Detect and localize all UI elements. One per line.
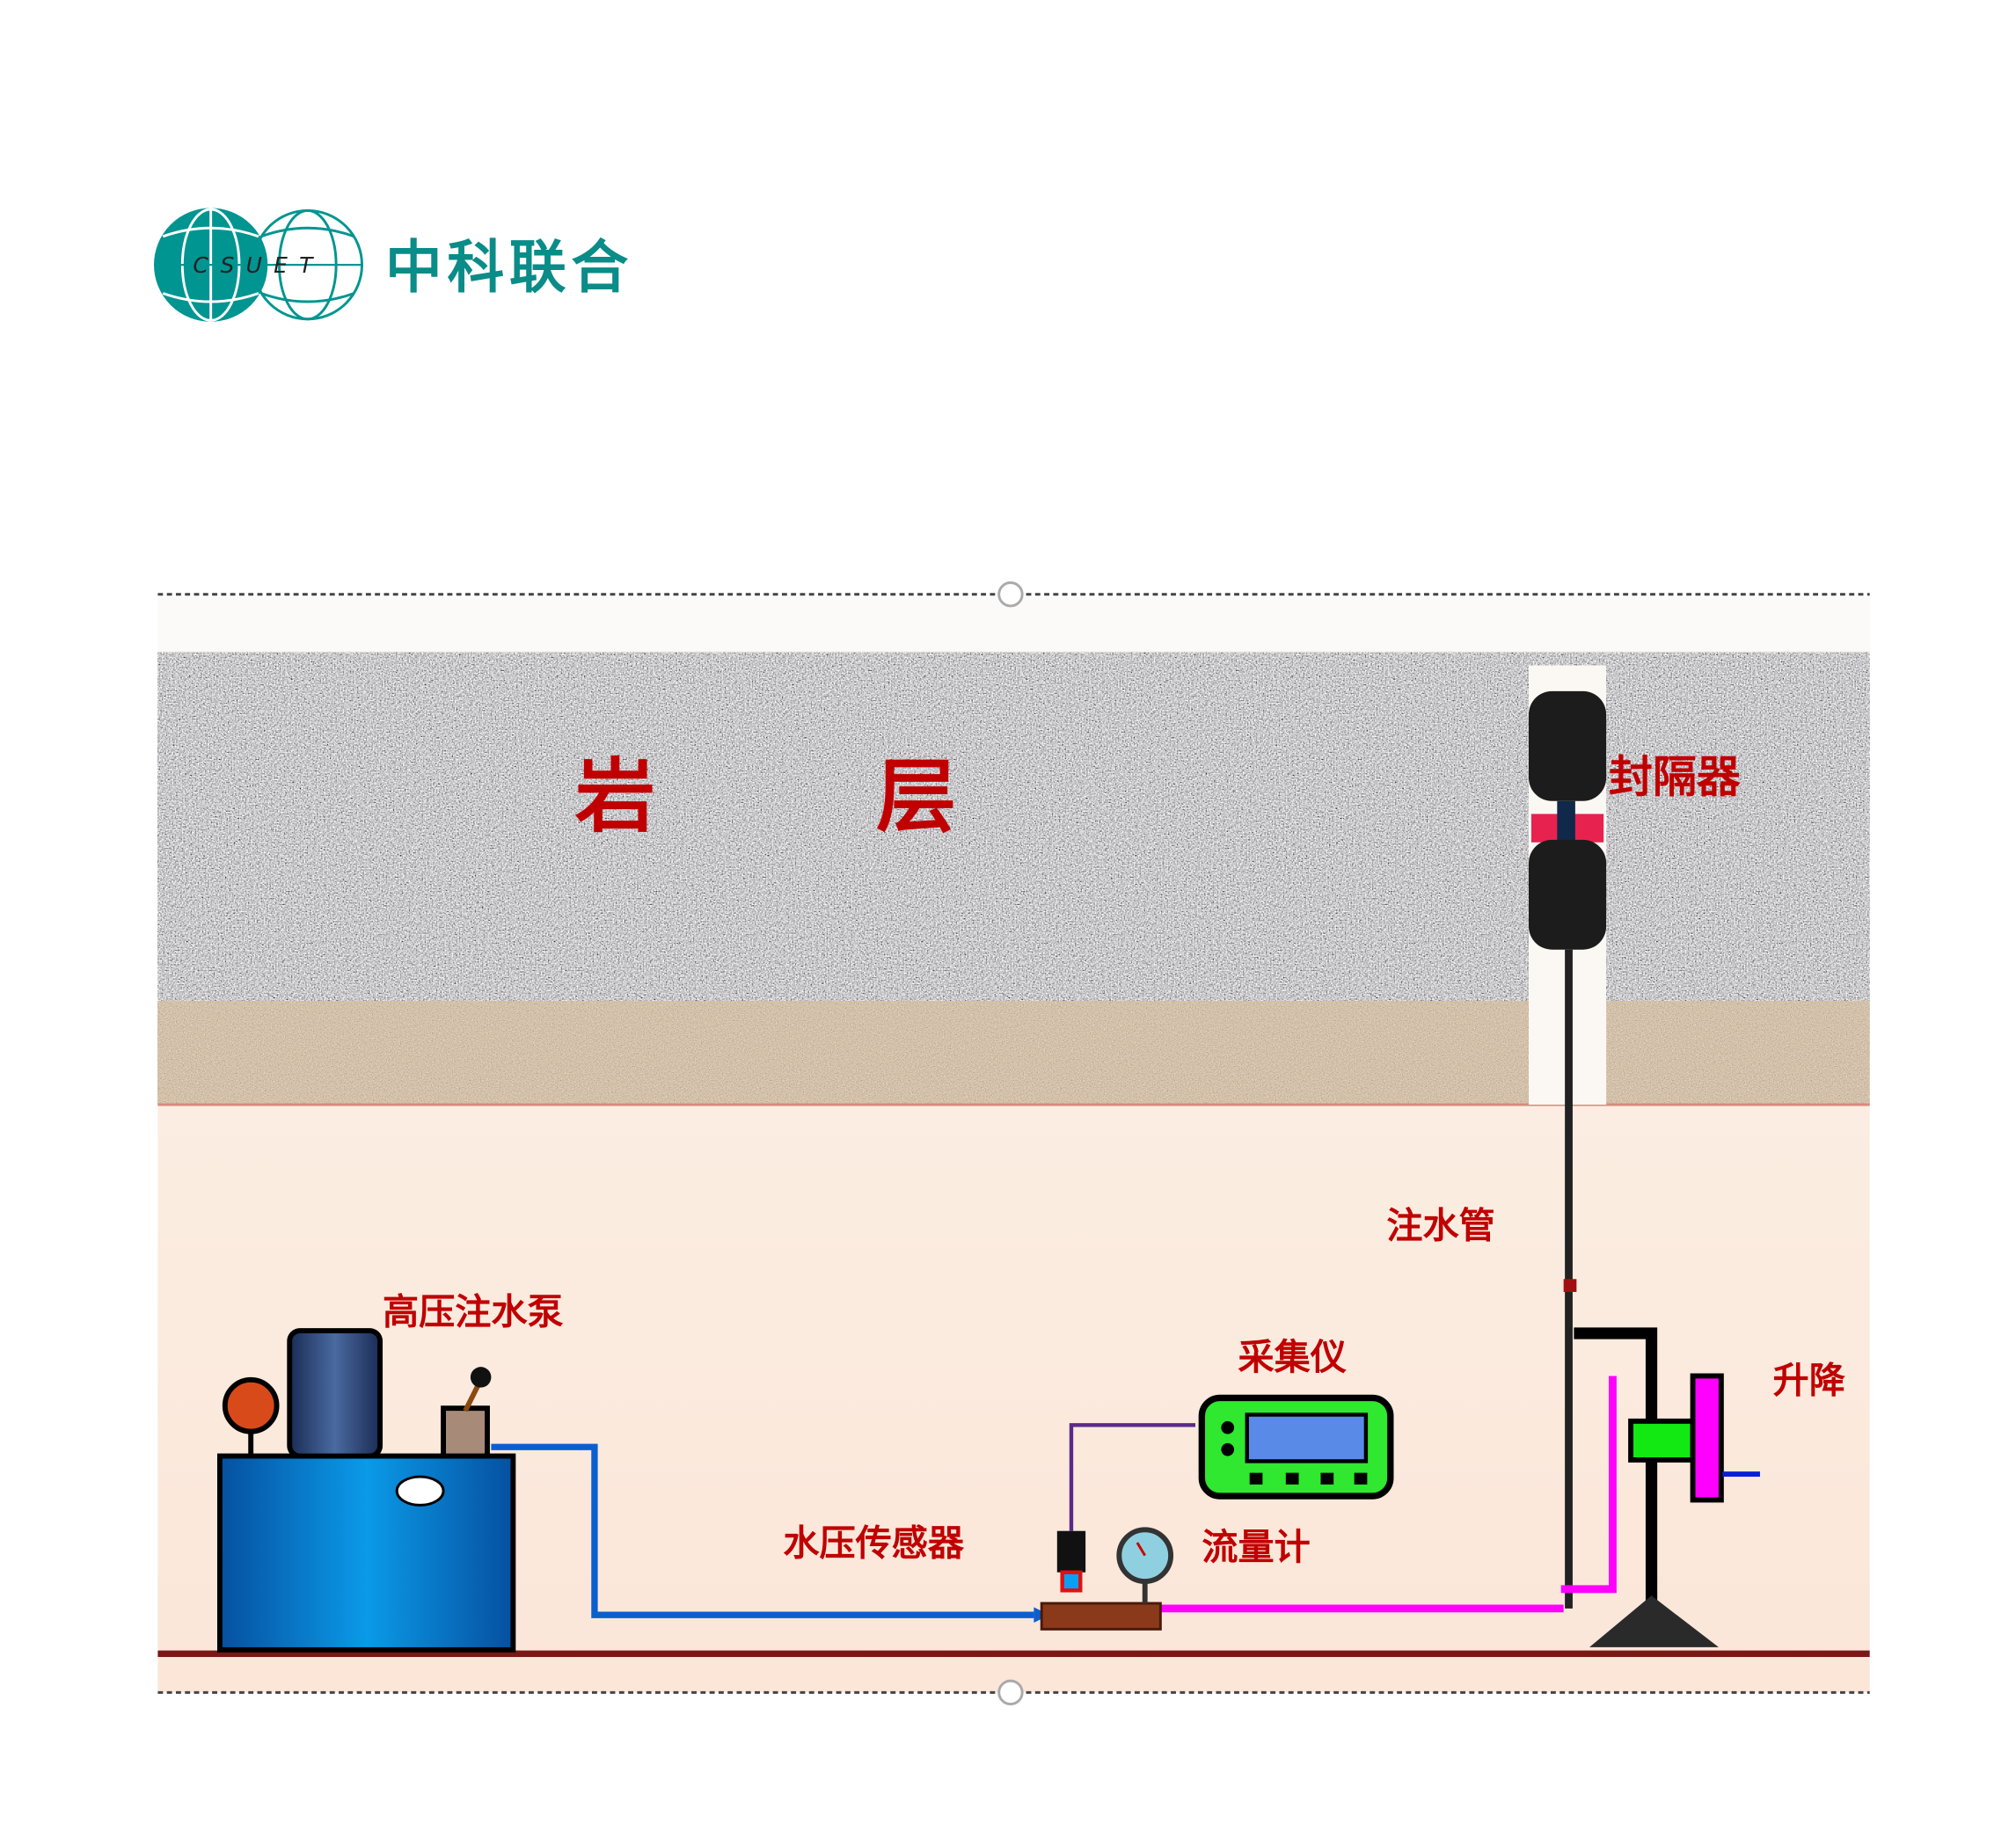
resize-handle-bottom[interactable] xyxy=(997,1679,1024,1706)
logo-name: 中科联合 xyxy=(385,235,633,301)
lifter-label: 升降 xyxy=(1773,1360,1846,1402)
injection-pipe-label: 注水管 xyxy=(1386,1204,1494,1246)
resize-handle-top[interactable] xyxy=(997,581,1024,608)
water-pressure-sensor xyxy=(1056,1530,1086,1593)
collector-label: 采集仪 xyxy=(1238,1336,1346,1378)
csuet-logo: CSUET 中科联合 xyxy=(154,208,633,322)
packer-label: 封隔器 xyxy=(1609,751,1742,802)
water-line xyxy=(491,1443,1034,1618)
water-injection-diagram: 岩 层 封隔器 注水管 升降 xyxy=(157,568,2016,1732)
lifter-stand xyxy=(1574,1327,1760,1647)
rock-label-2: 层 xyxy=(876,750,956,843)
pressure-gauge-icon xyxy=(222,1376,280,1434)
pump-label: 高压注水泵 xyxy=(383,1291,564,1333)
rock-layer xyxy=(157,652,1870,1002)
data-collector xyxy=(1198,1394,1394,1500)
flow-meter-label: 流量计 xyxy=(1202,1526,1310,1568)
logo-letters: CSUET xyxy=(193,252,324,278)
rock-label-1: 岩 xyxy=(575,750,655,843)
flow-meter xyxy=(1116,1527,1174,1603)
soil-layer xyxy=(157,1001,1870,1105)
pressure-sensor-label: 水压传感器 xyxy=(783,1522,965,1565)
packer xyxy=(1528,690,1607,950)
high-pressure-pump xyxy=(216,1328,516,1653)
